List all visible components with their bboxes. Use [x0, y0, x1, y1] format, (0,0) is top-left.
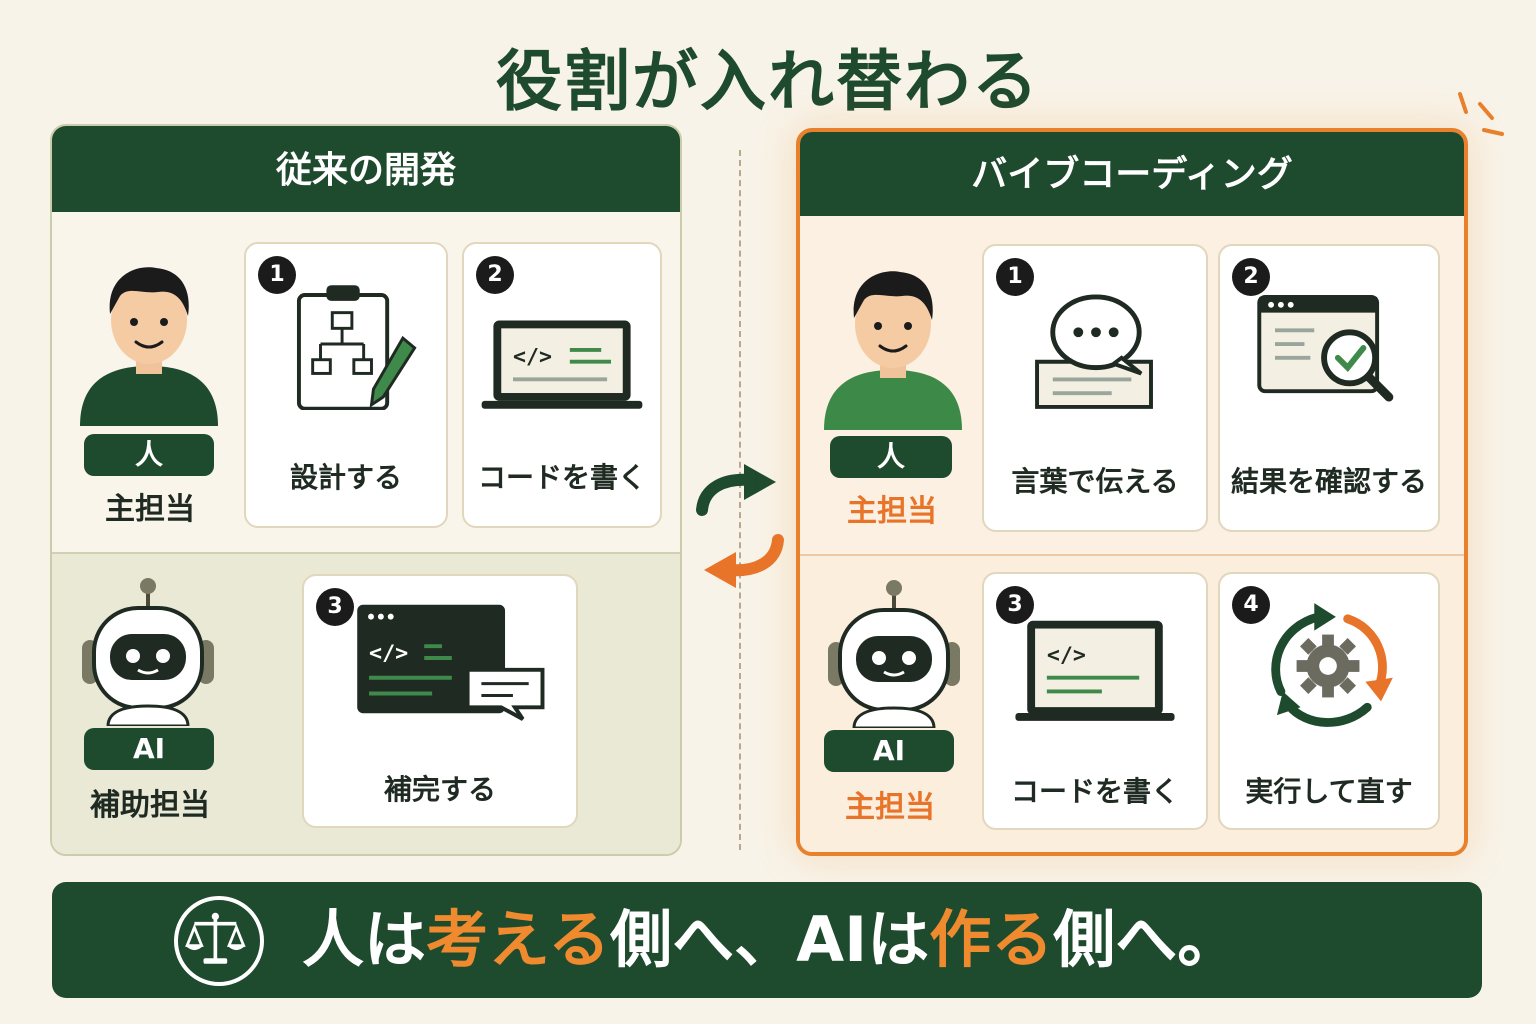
human-role-left: 主担当: [105, 492, 195, 527]
step-card-write-code: 2 </> コードを書く: [462, 242, 662, 528]
laptop-code-icon: </>: [481, 320, 643, 409]
summary-message: 人は考える側へ、AIは作る側へ。: [302, 882, 1239, 998]
ai-tag-right: AI: [824, 730, 954, 772]
traditional-dev-panel: 従来の開発 人 主担当 1 設計する 2: [50, 124, 682, 856]
human-avatar-icon: [80, 267, 218, 426]
step-card-complete: 3 </> 補完する: [302, 574, 578, 828]
robot-avatar-icon: [82, 578, 214, 726]
traditional-dev-header: 従来の開発: [52, 126, 680, 212]
step-label: 設計する: [289, 461, 402, 494]
highlight-sparks-icon: [1458, 92, 1504, 136]
step-number: 3: [996, 586, 1034, 624]
step-label: 言葉で伝える: [1011, 465, 1179, 498]
human-tag-right: 人: [830, 436, 952, 478]
step-label: コードを書く: [477, 461, 646, 494]
msg-ai: AI: [796, 903, 868, 976]
gear-cycle-icon: [1271, 603, 1393, 727]
step-number: 4: [1232, 586, 1270, 624]
human-role-right: 主担当: [847, 494, 937, 529]
msg-side-1: 側へ、: [610, 903, 797, 976]
magnifier-check-icon: [1257, 294, 1394, 402]
step-label: 実行して直す: [1245, 775, 1413, 808]
robot-avatar-icon: [828, 580, 960, 728]
step-number: 2: [1232, 258, 1270, 296]
msg-wa: は: [867, 903, 930, 976]
code-window-suggestion-icon: </>: [357, 604, 545, 721]
msg-side-2: 側へ。: [1053, 903, 1240, 976]
step-card-run-and-fix: 4 実行して直す: [1218, 572, 1440, 830]
step-number: 3: [316, 588, 354, 626]
msg-make: 作る: [929, 903, 1054, 976]
balance-scale-icon: [174, 896, 264, 986]
step-card-design: 1 設計する: [244, 242, 448, 528]
step-label: コードを書く: [1010, 775, 1179, 808]
page-title: 役割が入れ替わる: [496, 43, 1040, 120]
svg-text:</>: </>: [1047, 643, 1086, 668]
step-card-tell-in-words: 1 言葉で伝える: [982, 244, 1208, 532]
ai-role-right: 主担当: [845, 790, 935, 825]
panel-divider: [739, 150, 741, 850]
msg-think: 考える: [426, 903, 611, 976]
summary-banner: 人は考える側へ、AIは作る側へ。: [52, 882, 1482, 998]
svg-text:</>: </>: [513, 345, 552, 370]
step-card-ai-write-code: 3 </> コードを書く: [982, 572, 1208, 830]
human-avatar-icon: [824, 271, 962, 430]
step-number: 2: [476, 256, 514, 294]
vibe-coding-panel: バイブコーディング 人 主担当 1 言葉で伝える 2: [796, 128, 1468, 856]
laptop-code-icon: </>: [1015, 620, 1175, 721]
ai-role-left: 補助担当: [90, 788, 210, 823]
speech-bubble-icon: [1035, 294, 1153, 409]
step-label: 補完する: [383, 773, 496, 806]
swap-cycle-icon: [696, 464, 784, 588]
step-label: 結果を確認する: [1230, 465, 1427, 498]
clipboard-flowchart-icon: [296, 285, 417, 410]
msg-human: 人は: [302, 903, 427, 976]
step-number: 1: [996, 258, 1034, 296]
step-card-check-result: 2 結果を確認する: [1218, 244, 1440, 532]
human-tag-left: 人: [84, 434, 214, 476]
vibe-coding-header: バイブコーディング: [800, 132, 1464, 216]
step-number: 1: [258, 256, 296, 294]
ai-tag-left: AI: [84, 728, 214, 770]
svg-text:</>: </>: [369, 641, 408, 666]
